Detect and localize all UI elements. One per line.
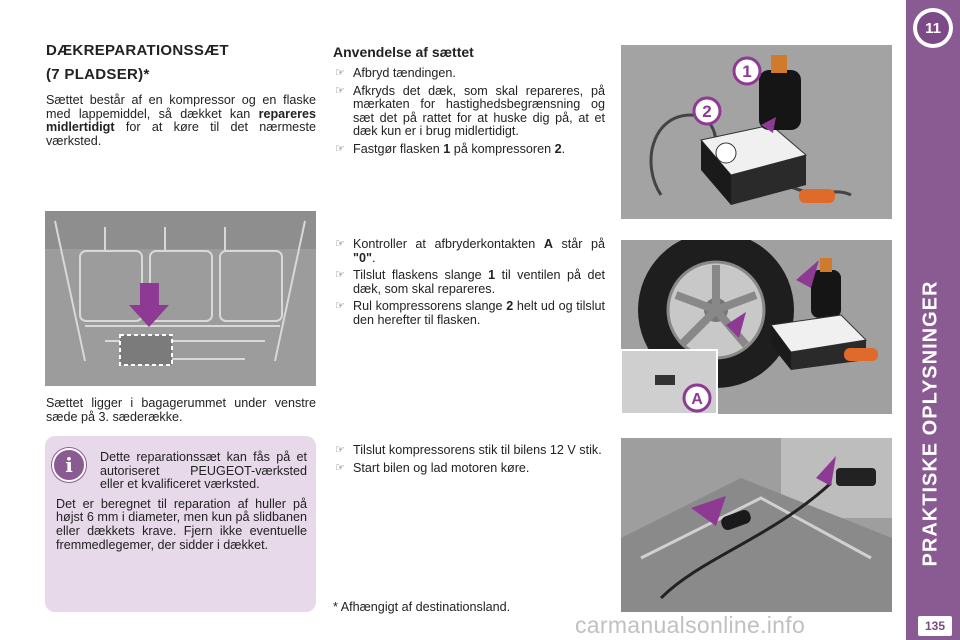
step-1-text: Afbryd tændingen.: [353, 66, 456, 80]
location-text: Sættet ligger i bagagerummet under venst…: [46, 396, 316, 424]
intro-text-bold: repareres midlertidigt: [46, 106, 316, 135]
step-6-bold-1: 2: [506, 299, 514, 314]
watermark: carmanualsonline.info: [575, 612, 806, 638]
figure-label-a-text: A: [691, 391, 703, 408]
step-4-mid: står på: [552, 237, 606, 251]
arrow-icon: [691, 496, 726, 526]
step-3-bold-2: 2: [554, 141, 562, 156]
section-heading: DÆKREPARATIONSSÆT (7 PLADSER)*: [46, 42, 316, 83]
intro-text-a: Sættet består af en kompressor og en fla…: [46, 93, 316, 121]
heading-line-1: DÆKREPARATIONSSÆT: [46, 42, 229, 59]
figure-kit-assembly: 1 2: [621, 45, 892, 219]
arrow-icon: [816, 456, 836, 486]
kit-location-marker: [119, 334, 173, 366]
chapter-number: 11: [917, 12, 949, 44]
info-paragraphs: Dette reparationssæt kan fås på et autor…: [56, 450, 307, 552]
figure-label-2-text: 2: [702, 102, 711, 121]
usage-section-2: ☞Kontroller at afbryderkontakten A står …: [333, 237, 606, 332]
step-8-text: Start bilen og lad motoren køre.: [353, 460, 530, 475]
page-number: 135: [918, 616, 952, 636]
info-box: [45, 436, 316, 612]
info-paragraph-2: Det er beregnet til reparation af huller…: [56, 496, 307, 552]
heading-line-2: (7 PLADSER)*: [46, 66, 150, 83]
step-6: ☞Rul kompressorens slange 2 helt ud og t…: [335, 299, 605, 327]
step-5-bold-1: 1: [488, 268, 496, 283]
step-4-bold-1: A: [543, 237, 553, 251]
arrow-icon: [796, 260, 819, 288]
intro-text-b: for at køre til det nærmeste værksted.: [46, 120, 316, 148]
step-4-pre: Kontroller at afbryderkontakten: [353, 237, 544, 251]
chapter-title: PRAKTISKE OPLYSNINGER: [904, 258, 958, 588]
step-4-post: .: [371, 250, 376, 265]
step-2: ☞Afkryds det dæk, som skal repareres, på…: [335, 83, 605, 139]
step-3-pre: Fastgør flasken: [353, 141, 444, 156]
step-5: ☞Tilslut flaskens slange 1 til ventilen …: [335, 268, 606, 296]
step-6-pre: Rul kompressorens slange: [353, 299, 507, 314]
arrow-icon: [129, 283, 169, 327]
figure-label-1-text: 1: [742, 62, 751, 81]
figure-label-1: [732, 56, 762, 86]
arrow-icon: [726, 312, 746, 338]
step-3-bold-1: 1: [443, 141, 451, 156]
step-5-pre: Tilslut flaskens slange: [353, 268, 489, 283]
figure-tyre-connection: A: [621, 240, 892, 414]
step-3: ☞Fastgør flasken 1 på kompressoren 2.: [335, 141, 566, 156]
info-paragraph-1: Dette reparationssæt kan fås på et autor…: [100, 450, 307, 492]
figure-label-2: [692, 96, 722, 126]
figure-power-socket: [621, 438, 892, 612]
trunk-photo: [45, 211, 316, 386]
bottle-shape: [759, 55, 801, 130]
figure-label-a: [682, 383, 712, 413]
arrow-icon: [761, 117, 776, 133]
chapter-sidebar: [906, 0, 960, 640]
step-6-mid: helt ud og tilslut den herefter til flas…: [353, 299, 605, 327]
step-3-post: .: [561, 141, 566, 156]
chapter-title-text: PRAKTISKE OPLYSNINGER: [919, 280, 942, 566]
step-1: ☞Afbryd tændingen.: [335, 66, 456, 80]
step-3-mid: på kompressoren: [450, 141, 555, 156]
usage-section: Anvendelse af sættet ☞Afbryd tændingen. …: [333, 44, 605, 161]
step-2-text: Afkryds det dæk, som skal repareres, på …: [353, 83, 605, 139]
step-8: ☞Start bilen og lad motoren køre.: [335, 460, 530, 475]
intro-paragraph: Sættet består af en kompressor og en fla…: [46, 93, 316, 148]
usage-section-3: ☞Tilslut kompressorens stik til bilens 1…: [333, 443, 605, 479]
step-7-text: Tilslut kompressorens stik til bilens 12…: [353, 443, 602, 457]
compressor-shape: [700, 124, 808, 205]
step-4: ☞Kontroller at afbryderkontakten A står …: [335, 237, 606, 265]
footnote: * Afhængigt af destinationsland.: [333, 600, 511, 614]
info-icon: i: [52, 448, 86, 482]
step-4-bold-2: "0": [353, 250, 372, 265]
chapter-badge: 11: [913, 8, 953, 48]
step-7: ☞Tilslut kompressorens stik til bilens 1…: [335, 443, 602, 457]
step-5-mid: til ventilen på det dæk, som skal repare…: [353, 268, 606, 296]
usage-heading: Anvendelse af sættet: [333, 44, 474, 60]
